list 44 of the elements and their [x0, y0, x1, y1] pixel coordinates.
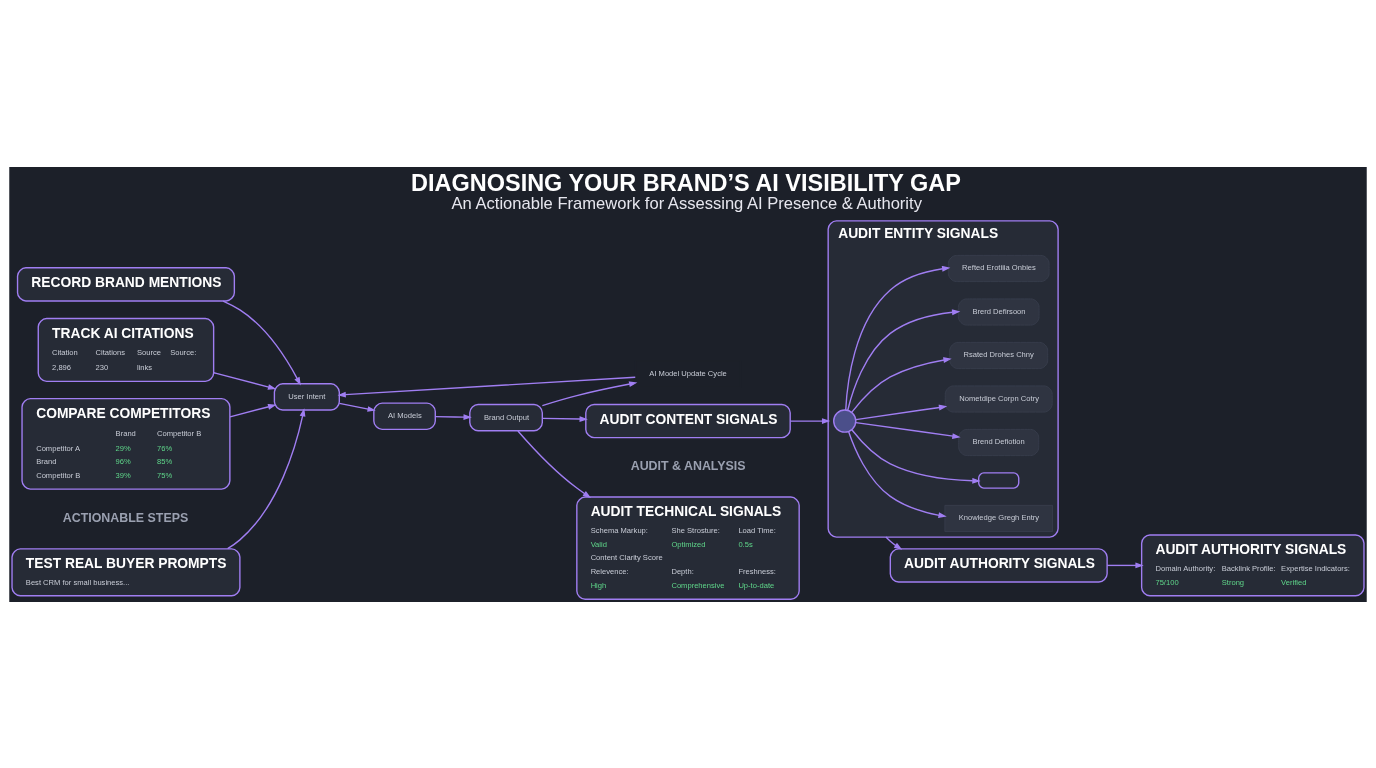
arrow: [885, 535, 903, 550]
arrow: [434, 413, 472, 420]
arrow: [226, 407, 306, 549]
caption: An Actionable Framework for Assessing AI Presence & Authority: [451, 193, 922, 213]
node-box: Brand Output: [469, 403, 543, 431]
node-box: RECORD BRAND MENTIONS: [16, 266, 236, 302]
node-box: Refted Erotiiia Onbies: [947, 254, 1050, 282]
arrow: [855, 421, 961, 439]
node-box: User Intent: [273, 382, 340, 411]
arrow: [229, 403, 277, 418]
node-box: AUDIT CONTENT SIGNALS: [585, 403, 791, 438]
arrow: [850, 356, 952, 413]
arrow: [338, 402, 376, 412]
node-circle: [833, 408, 857, 433]
arrow: [541, 380, 638, 406]
arrow: [213, 371, 277, 390]
node-box: COMPARE COMPETITORS Brand Competitor B Competitor A 29% 76% Brand 96% 85% Competitor B 39% 75%: [21, 397, 231, 490]
node-text: AI Model Update Cycle: [649, 368, 727, 378]
node-box: AUDIT TECHNICAL SIGNALS Schema Markup: She Strosture: Load Time: Valid Optimized 0.5s Content Clarity Score Relevence: Depth: Freshness: High Comprehensive Up-to-date: [576, 495, 800, 600]
arrow: [789, 417, 831, 424]
node-box: Nometdipe Corpn Cotry: [944, 385, 1053, 412]
node-box: Brerd Defirsoon: [957, 298, 1040, 325]
node-box: Knowledge Gregh Entry: [944, 504, 1053, 532]
node-box: Rsated Drohes Chny: [949, 341, 1049, 369]
node-box: Brend Defiotion: [958, 428, 1040, 456]
node-box: AUDIT AUTHORITY SIGNALS: [889, 547, 1108, 583]
arrow: [847, 308, 961, 411]
node-box: TRACK AI CITATIONS Citation Citations Source Source: 2,896 230 links: [37, 317, 215, 382]
arrow: [541, 415, 588, 422]
node-box: AI Models: [373, 401, 436, 430]
arrow: [855, 404, 948, 420]
label: AUDIT & ANALYSIS: [630, 458, 746, 473]
arrow: [1106, 562, 1144, 568]
arrow: [845, 265, 951, 411]
arrow: [847, 430, 947, 518]
arrow: [222, 299, 301, 386]
diagram-title: DIAGNOSING YOUR BRAND’S AI VISIBILITY GAP: [411, 169, 961, 196]
arrow: [337, 376, 636, 398]
node-box: TEST REAL BUYER PROMPTS Best CRM for small business...: [11, 547, 241, 596]
label: ACTIONABLE STEPS: [62, 509, 189, 524]
node-box: [978, 471, 1020, 489]
arrow: [851, 428, 981, 484]
node-box: AUDIT AUTHORITY SIGNALS Domain Authority: Backlink Profile: Expertise Indicators: 75/100 Strong Verified: [1140, 533, 1365, 596]
arrow: [517, 429, 592, 498]
